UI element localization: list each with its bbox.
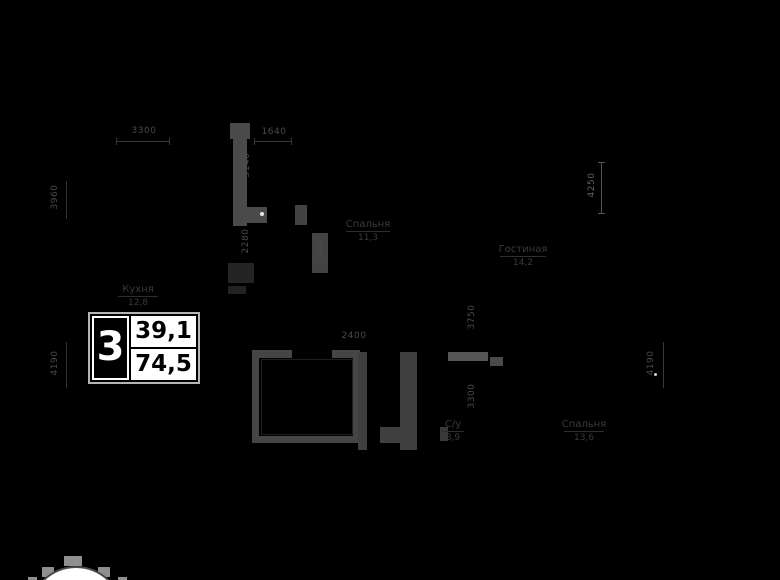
room-label-bedroom-2: Спальня 13,6 xyxy=(558,419,610,443)
dimension-line xyxy=(116,141,170,142)
room-label-bathroom: С/у 3,9 xyxy=(438,419,468,443)
loggia-wall-top-right xyxy=(332,350,360,358)
badge-areas: 39,1 74,5 xyxy=(131,316,196,380)
dimension-tick xyxy=(254,138,255,145)
compass-tick xyxy=(118,577,127,580)
room-underline xyxy=(500,256,546,257)
room-name: Кухня xyxy=(122,284,154,295)
room-name: Спальня xyxy=(345,219,391,230)
wall-segment xyxy=(228,286,246,294)
dimension-label: 3960 xyxy=(50,184,60,210)
wall-segment xyxy=(295,205,307,225)
loggia-wall-right xyxy=(353,350,360,443)
compass-tick xyxy=(42,567,54,577)
wall-segment xyxy=(400,352,417,450)
dimension-label: 3460 xyxy=(315,236,325,262)
wall-segment xyxy=(380,427,417,443)
dimension-label: 2280 xyxy=(241,228,251,254)
room-underline xyxy=(442,431,464,432)
dimension-tick xyxy=(169,138,170,145)
dimension-label: 3300 xyxy=(467,383,477,409)
badge-room-count: 3 xyxy=(92,316,129,380)
room-area: 13,6 xyxy=(573,433,595,443)
dimension-label: 4190 xyxy=(646,350,656,376)
dimension-label: 1640 xyxy=(261,127,287,137)
apartment-badge: 3 39,1 74,5 xyxy=(88,312,200,384)
room-underline xyxy=(346,231,390,232)
dimension-line xyxy=(66,181,67,219)
wall-segment xyxy=(233,138,247,226)
dimension-line xyxy=(663,342,664,388)
dimension-line xyxy=(66,342,67,388)
dimension-tick xyxy=(598,213,605,214)
wall-segment xyxy=(440,427,448,441)
wall-segment xyxy=(228,263,254,283)
badge-living-area: 39,1 xyxy=(131,316,196,347)
wall-segment xyxy=(312,233,328,273)
dimension-label: 2400 xyxy=(341,331,367,341)
room-underline xyxy=(564,431,604,432)
dimension-tick xyxy=(598,162,605,163)
room-name: Гостиная xyxy=(498,244,548,255)
room-underline xyxy=(118,296,158,297)
compass-tick xyxy=(98,567,110,577)
room-area: 11,3 xyxy=(357,233,379,243)
room-label-kitchen: Кухня 12,8 xyxy=(112,284,164,308)
dimension-tick xyxy=(291,138,292,145)
dimension-line xyxy=(601,162,602,214)
door-pivot-dot xyxy=(654,373,657,376)
room-area: 3,9 xyxy=(445,433,461,443)
window-sill xyxy=(490,357,503,366)
dimension-label: 3300 xyxy=(131,126,157,136)
dimension-label: 3750 xyxy=(467,304,477,330)
dimension-label: 4250 xyxy=(587,172,597,198)
wall-segment xyxy=(230,123,250,139)
room-name: Спальня xyxy=(561,419,607,430)
dimension-label: 3140 xyxy=(242,152,252,178)
room-label-living: Гостиная 14,2 xyxy=(494,244,552,268)
room-label-bedroom-1: Спальня 11,3 xyxy=(340,219,396,243)
room-area: 14,2 xyxy=(512,258,534,268)
loggia-wall-left xyxy=(252,350,259,443)
room-name: С/у xyxy=(444,419,462,430)
wall-segment xyxy=(358,352,367,450)
room-area: 12,8 xyxy=(127,298,149,308)
loggia-wall-top-left xyxy=(252,350,292,358)
dimension-line xyxy=(254,141,292,142)
door-pivot-dot xyxy=(260,212,264,216)
wall-segment xyxy=(247,207,267,223)
loggia-glazing xyxy=(261,359,353,435)
loggia-wall-bottom xyxy=(252,436,360,443)
badge-total-area: 74,5 xyxy=(131,349,196,380)
window-sill xyxy=(448,352,488,361)
dimension-label: 4190 xyxy=(50,350,60,376)
compass-tick xyxy=(64,556,82,566)
dimension-tick xyxy=(116,138,117,145)
compass-tick xyxy=(28,577,37,580)
